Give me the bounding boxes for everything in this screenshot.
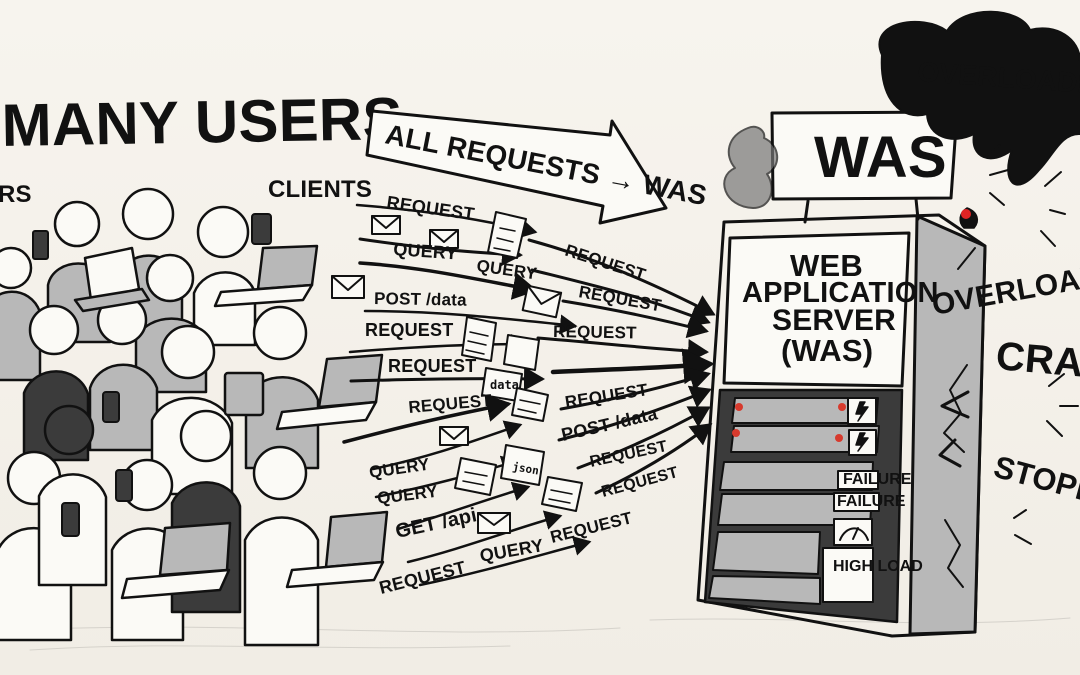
envelope-icon xyxy=(371,215,401,235)
document-icon xyxy=(541,476,583,512)
laptop-icon xyxy=(285,510,389,589)
document-icon xyxy=(461,316,497,362)
traffic-label: REQUEST xyxy=(365,320,453,340)
envelope-icon xyxy=(331,275,365,299)
spark-icon xyxy=(938,144,1079,545)
server-line-2: APPLICATION xyxy=(742,277,939,309)
phone-icon xyxy=(61,502,80,537)
server-line-1: WEB xyxy=(790,248,863,283)
person-icon xyxy=(192,205,257,347)
traffic-label: REQUEST xyxy=(377,557,468,598)
traffic-label: QUERY xyxy=(376,482,439,508)
laptop-icon xyxy=(120,521,232,600)
traffic-label: REQUEST xyxy=(408,391,493,417)
phone-icon xyxy=(115,469,133,502)
many-users-title: MANY USERS xyxy=(1,85,403,159)
traffic-label: REQUEST xyxy=(548,508,634,547)
phone-icon xyxy=(251,213,272,245)
doc-json-label: json xyxy=(511,460,539,477)
server-text: WEB APPLICATION SERVER (WAS) FAILURE FAI… xyxy=(742,248,939,575)
stopped-label: STOPPED xyxy=(990,449,1080,521)
clients-label: CLIENTS xyxy=(268,176,372,203)
smoke-icon xyxy=(723,10,1080,209)
traffic-label: QUERY xyxy=(393,239,459,263)
phone-icon xyxy=(102,391,120,423)
crash-label: CRAS xyxy=(994,334,1080,388)
envelope-icon xyxy=(477,512,511,534)
traffic-label: REQUEST xyxy=(588,438,669,471)
person-icon xyxy=(0,246,42,382)
server-line-4: (WAS) xyxy=(781,333,873,368)
person-icon xyxy=(243,445,320,647)
was-sign-label: WAS xyxy=(814,125,947,190)
document-icon: json xyxy=(500,444,545,486)
high-load-label: HIGH LOAD xyxy=(833,558,923,575)
failure-label-1: FAILURE xyxy=(843,471,912,488)
envelope-icon xyxy=(429,229,459,249)
background-sketch xyxy=(19,617,1071,651)
traffic-label: QUERY xyxy=(368,455,431,482)
laptop-icon xyxy=(213,244,319,308)
failure-label-2: FAILURE xyxy=(837,493,906,510)
server-icon xyxy=(696,207,987,638)
traffic-label: GET /api xyxy=(393,504,479,543)
crowd-group xyxy=(0,187,389,647)
tablet-icon xyxy=(223,371,265,417)
message-icons: data json xyxy=(331,211,583,534)
traffic-label: POST /data xyxy=(374,289,467,310)
document-icon xyxy=(454,457,497,496)
server-line-3: SERVER xyxy=(772,304,896,337)
was-sign: WAS xyxy=(770,110,959,224)
phone-icon xyxy=(32,230,49,260)
users-cutoff-label: RS xyxy=(0,181,32,208)
document-icon xyxy=(503,334,540,371)
doc-data-label: data xyxy=(490,378,519,392)
document-icon xyxy=(511,387,549,422)
traffic-label: REQUEST xyxy=(388,356,476,376)
laptop-icon xyxy=(73,246,151,313)
envelope-icon xyxy=(521,284,563,319)
person-icon xyxy=(88,294,159,452)
traffic-label: REQUEST xyxy=(563,241,649,285)
document-icon: data xyxy=(481,367,523,402)
document-icon xyxy=(487,211,527,259)
envelope-icon xyxy=(439,426,469,446)
traffic-label: REQUEST xyxy=(553,322,637,342)
